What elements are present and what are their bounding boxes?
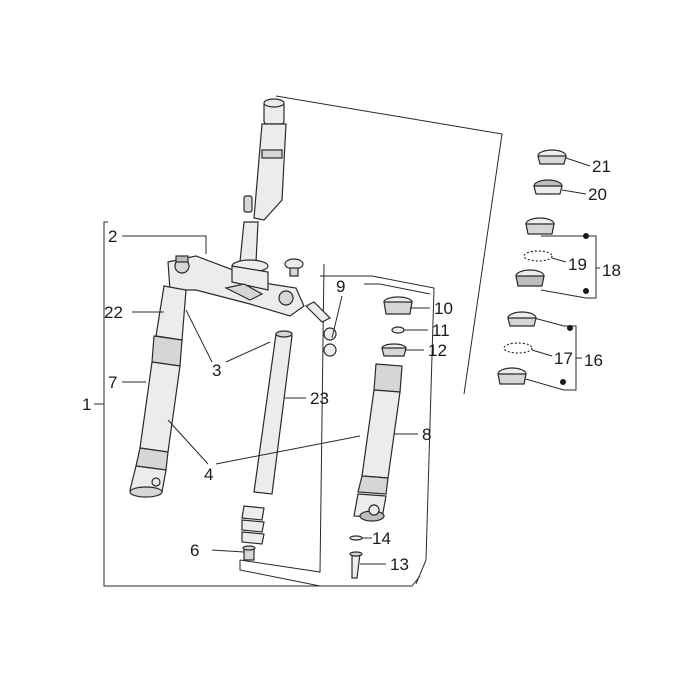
callout-labels: 2 22 3 7 1 4 23 8 9 10 11 12 14 13 6 21 … xyxy=(82,157,621,574)
label-22: 22 xyxy=(104,303,123,322)
bearing-group-brackets xyxy=(521,233,600,391)
label-20: 20 xyxy=(588,185,607,204)
clamp-bolts xyxy=(284,258,337,357)
right-fork-leg xyxy=(353,296,413,522)
label-7: 7 xyxy=(108,373,117,392)
group-frames xyxy=(103,95,503,587)
label-11: 11 xyxy=(432,321,450,340)
label-12: 12 xyxy=(428,341,447,360)
label-23: 23 xyxy=(310,389,329,408)
bottom-bolt xyxy=(349,535,363,579)
label-16: 16 xyxy=(584,351,603,370)
label-21: 21 xyxy=(592,157,611,176)
label-10: 10 xyxy=(434,299,453,318)
label-3: 3 xyxy=(212,361,221,380)
steering-stem xyxy=(239,98,287,263)
fork-leg-box-frame xyxy=(320,275,435,585)
label-8: 8 xyxy=(422,425,431,444)
label-4: 4 xyxy=(204,465,213,484)
triple-clamp xyxy=(167,255,305,317)
assembly-1-bracket xyxy=(103,221,421,587)
damper-rod-23 xyxy=(253,330,293,495)
label-6: 6 xyxy=(190,541,199,560)
leader-lines xyxy=(94,157,591,565)
label-19: 19 xyxy=(568,255,587,274)
headset-bearings xyxy=(497,149,567,385)
label-2: 2 xyxy=(108,227,117,246)
left-fork-leg xyxy=(129,285,187,498)
label-17: 17 xyxy=(554,349,573,368)
label-9: 9 xyxy=(336,277,345,296)
steering-box-frame xyxy=(275,95,503,395)
spring-and-bush xyxy=(241,505,265,561)
label-18: 18 xyxy=(602,261,621,280)
label-1: 1 xyxy=(82,395,91,414)
label-14: 14 xyxy=(372,529,391,548)
label-13: 13 xyxy=(390,555,409,574)
